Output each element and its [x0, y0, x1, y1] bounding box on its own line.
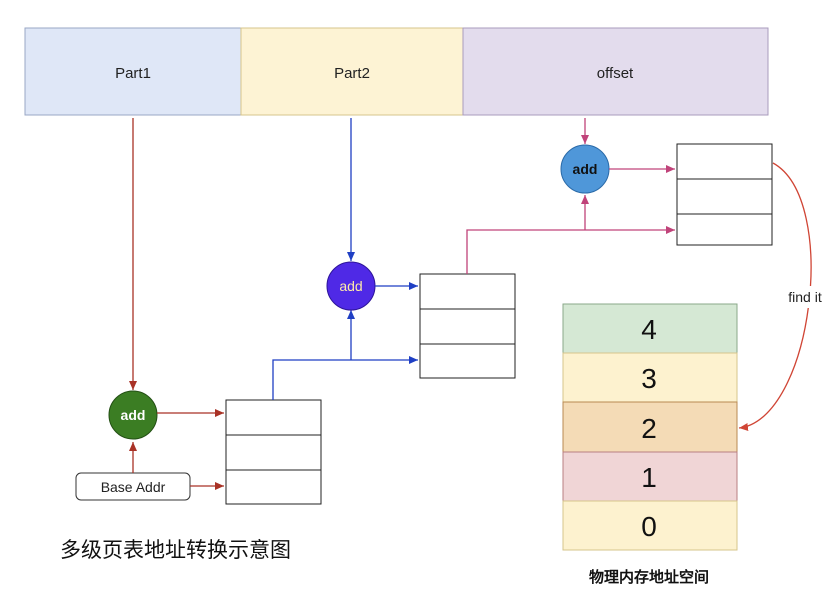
adder-level1: add	[108, 390, 158, 440]
memory-cell-3	[562, 352, 738, 403]
base-addr-box: Base Addr	[75, 472, 191, 501]
segment-offset-label: offset	[597, 65, 634, 82]
arrow-table2-to-table3	[466, 226, 675, 274]
page-table-level1	[225, 399, 322, 505]
page-table-level2	[419, 273, 516, 379]
memory-cell-0-label: 0	[641, 511, 657, 542]
segment-part2-label: Part2	[334, 65, 370, 82]
segment-part1	[24, 27, 242, 116]
adder-level3-label: add	[573, 161, 598, 177]
memory-cell-3-label: 3	[641, 363, 657, 394]
page-table-level3-row-3	[676, 213, 773, 246]
page-table-level2-row-3	[419, 343, 516, 379]
page-table-level3	[676, 143, 773, 246]
physical-memory: 4 3 2 1 0	[562, 303, 738, 551]
adder-level1-label: add	[121, 407, 146, 423]
page-table-level1-row-2	[225, 434, 322, 471]
memory-caption: 物理内存地址空间	[589, 568, 709, 586]
arrow-table1-to-table2	[272, 356, 418, 400]
find-it-label: find it	[788, 289, 822, 305]
adder-level2: add	[326, 261, 376, 311]
adder-level1-circle	[108, 390, 158, 440]
adder-level2-label: add	[339, 278, 362, 294]
find-it-label-bg	[779, 286, 831, 308]
memory-cell-2-label: 2	[641, 413, 657, 444]
page-table-level2-row-1	[419, 273, 516, 310]
adder-level3: add	[560, 144, 610, 194]
page-table-level3-row-2	[676, 178, 773, 215]
page-table-level3-row-1	[676, 143, 773, 180]
page-table-level2-row-2	[419, 308, 516, 345]
base-addr-label: Base Addr	[101, 479, 166, 495]
segment-part1-label: Part1	[115, 65, 151, 82]
page-table-level1-row-1	[225, 399, 322, 436]
virtual-address-bar: Part1 Part2 offset	[24, 27, 769, 116]
diagram-caption: 多级页表地址转换示意图	[60, 538, 291, 562]
memory-cell-0	[562, 500, 738, 551]
memory-cell-1	[562, 451, 738, 502]
segment-offset	[462, 27, 769, 116]
memory-cell-1-label: 1	[641, 462, 657, 493]
memory-cell-4-label: 4	[641, 314, 657, 345]
memory-cell-4	[562, 303, 738, 354]
page-table-level1-row-3	[225, 469, 322, 505]
segment-part2	[240, 27, 464, 116]
